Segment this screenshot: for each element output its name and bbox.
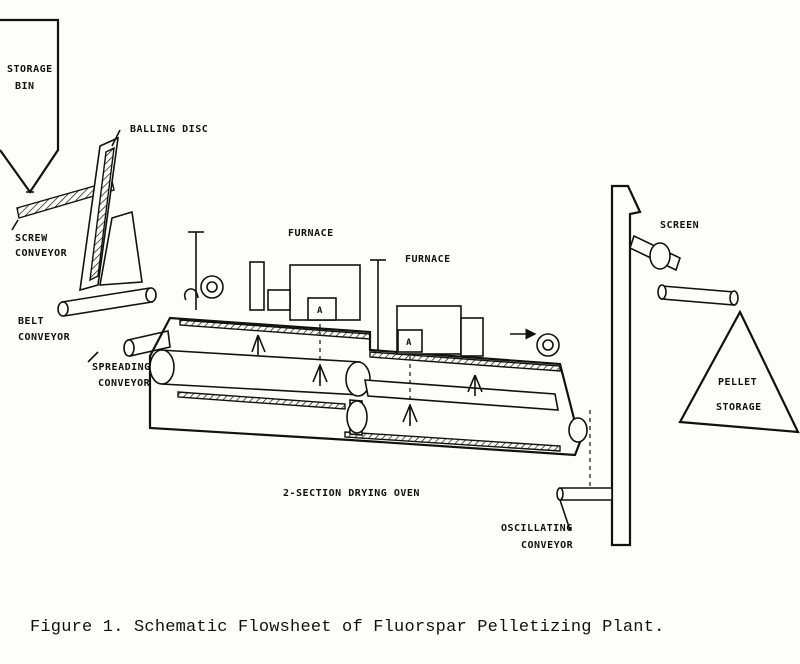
oscillating-conveyor: OSCILLATING CONVEYOR xyxy=(501,487,613,551)
pellet-storage-label-line2: STORAGE xyxy=(716,402,762,413)
belt-conveyor-label-line1: BELT xyxy=(18,316,44,327)
burner-mark-2: A xyxy=(406,338,412,348)
drying-oven-label: 2-SECTION DRYING OVEN xyxy=(283,488,420,499)
screw-conveyor: SCREW CONVEYOR xyxy=(11,180,115,259)
bucket-elevator xyxy=(610,184,642,547)
oscillating-conveyor-label-line2: CONVEYOR xyxy=(521,540,574,551)
furnace-left: A FURNACE xyxy=(183,228,361,321)
belt-conveyor: BELT CONVEYOR xyxy=(18,287,157,343)
storage-bin: STORAGE BIN xyxy=(0,18,60,194)
furnace-right-label: FURNACE xyxy=(405,254,451,265)
pellet-storage: PELLET STORAGE xyxy=(678,309,800,434)
burner-mark-1: A xyxy=(317,306,323,316)
screen-label: SCREEN xyxy=(660,220,699,231)
balling-disc-label: BALLING DISC xyxy=(130,124,208,135)
storage-bin-label-line1: STORAGE xyxy=(7,64,53,75)
storage-bin-label-line2: BIN xyxy=(15,81,35,92)
spreading-conveyor-label-line2: CONVEYOR xyxy=(98,378,151,389)
furnace-right: A FURNACE xyxy=(370,254,560,357)
oscillating-conveyor-label-line1: OSCILLATING xyxy=(501,523,573,534)
belt-conveyor-label-line2: CONVEYOR xyxy=(18,332,71,343)
screw-conveyor-label-line1: SCREW xyxy=(15,233,48,244)
pellet-storage-label-line1: PELLET xyxy=(718,377,757,388)
screen: SCREEN xyxy=(629,220,699,272)
balling-disc: BALLING DISC xyxy=(79,124,208,292)
figure-caption: Figure 1. Schematic Flowsheet of Fluorsp… xyxy=(30,618,665,637)
spreading-conveyor-label-line1: SPREADING xyxy=(92,362,151,373)
furnace-left-label: FURNACE xyxy=(288,228,334,239)
pellet-conveyor xyxy=(657,284,739,306)
screw-conveyor-label-line2: CONVEYOR xyxy=(15,248,68,259)
drying-oven: 2-SECTION DRYING OVEN xyxy=(148,300,591,499)
